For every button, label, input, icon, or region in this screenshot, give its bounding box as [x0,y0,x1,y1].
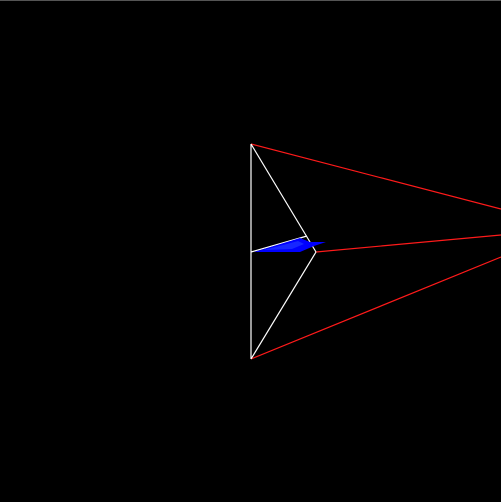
viewport-top-edge [0,0,501,1]
ray-top [250,143,501,210]
red-projection-rays [250,143,501,360]
triangle-inner-edge [250,235,308,253]
ray-middle [315,234,501,253]
triangle-upper-edge [250,143,317,253]
blue-center-shard [254,238,326,252]
blue-shard-highlight [264,241,304,250]
white-wireframe-triangle [250,143,317,360]
ray-bottom [250,256,501,360]
triangle-lower-edge [250,251,317,360]
